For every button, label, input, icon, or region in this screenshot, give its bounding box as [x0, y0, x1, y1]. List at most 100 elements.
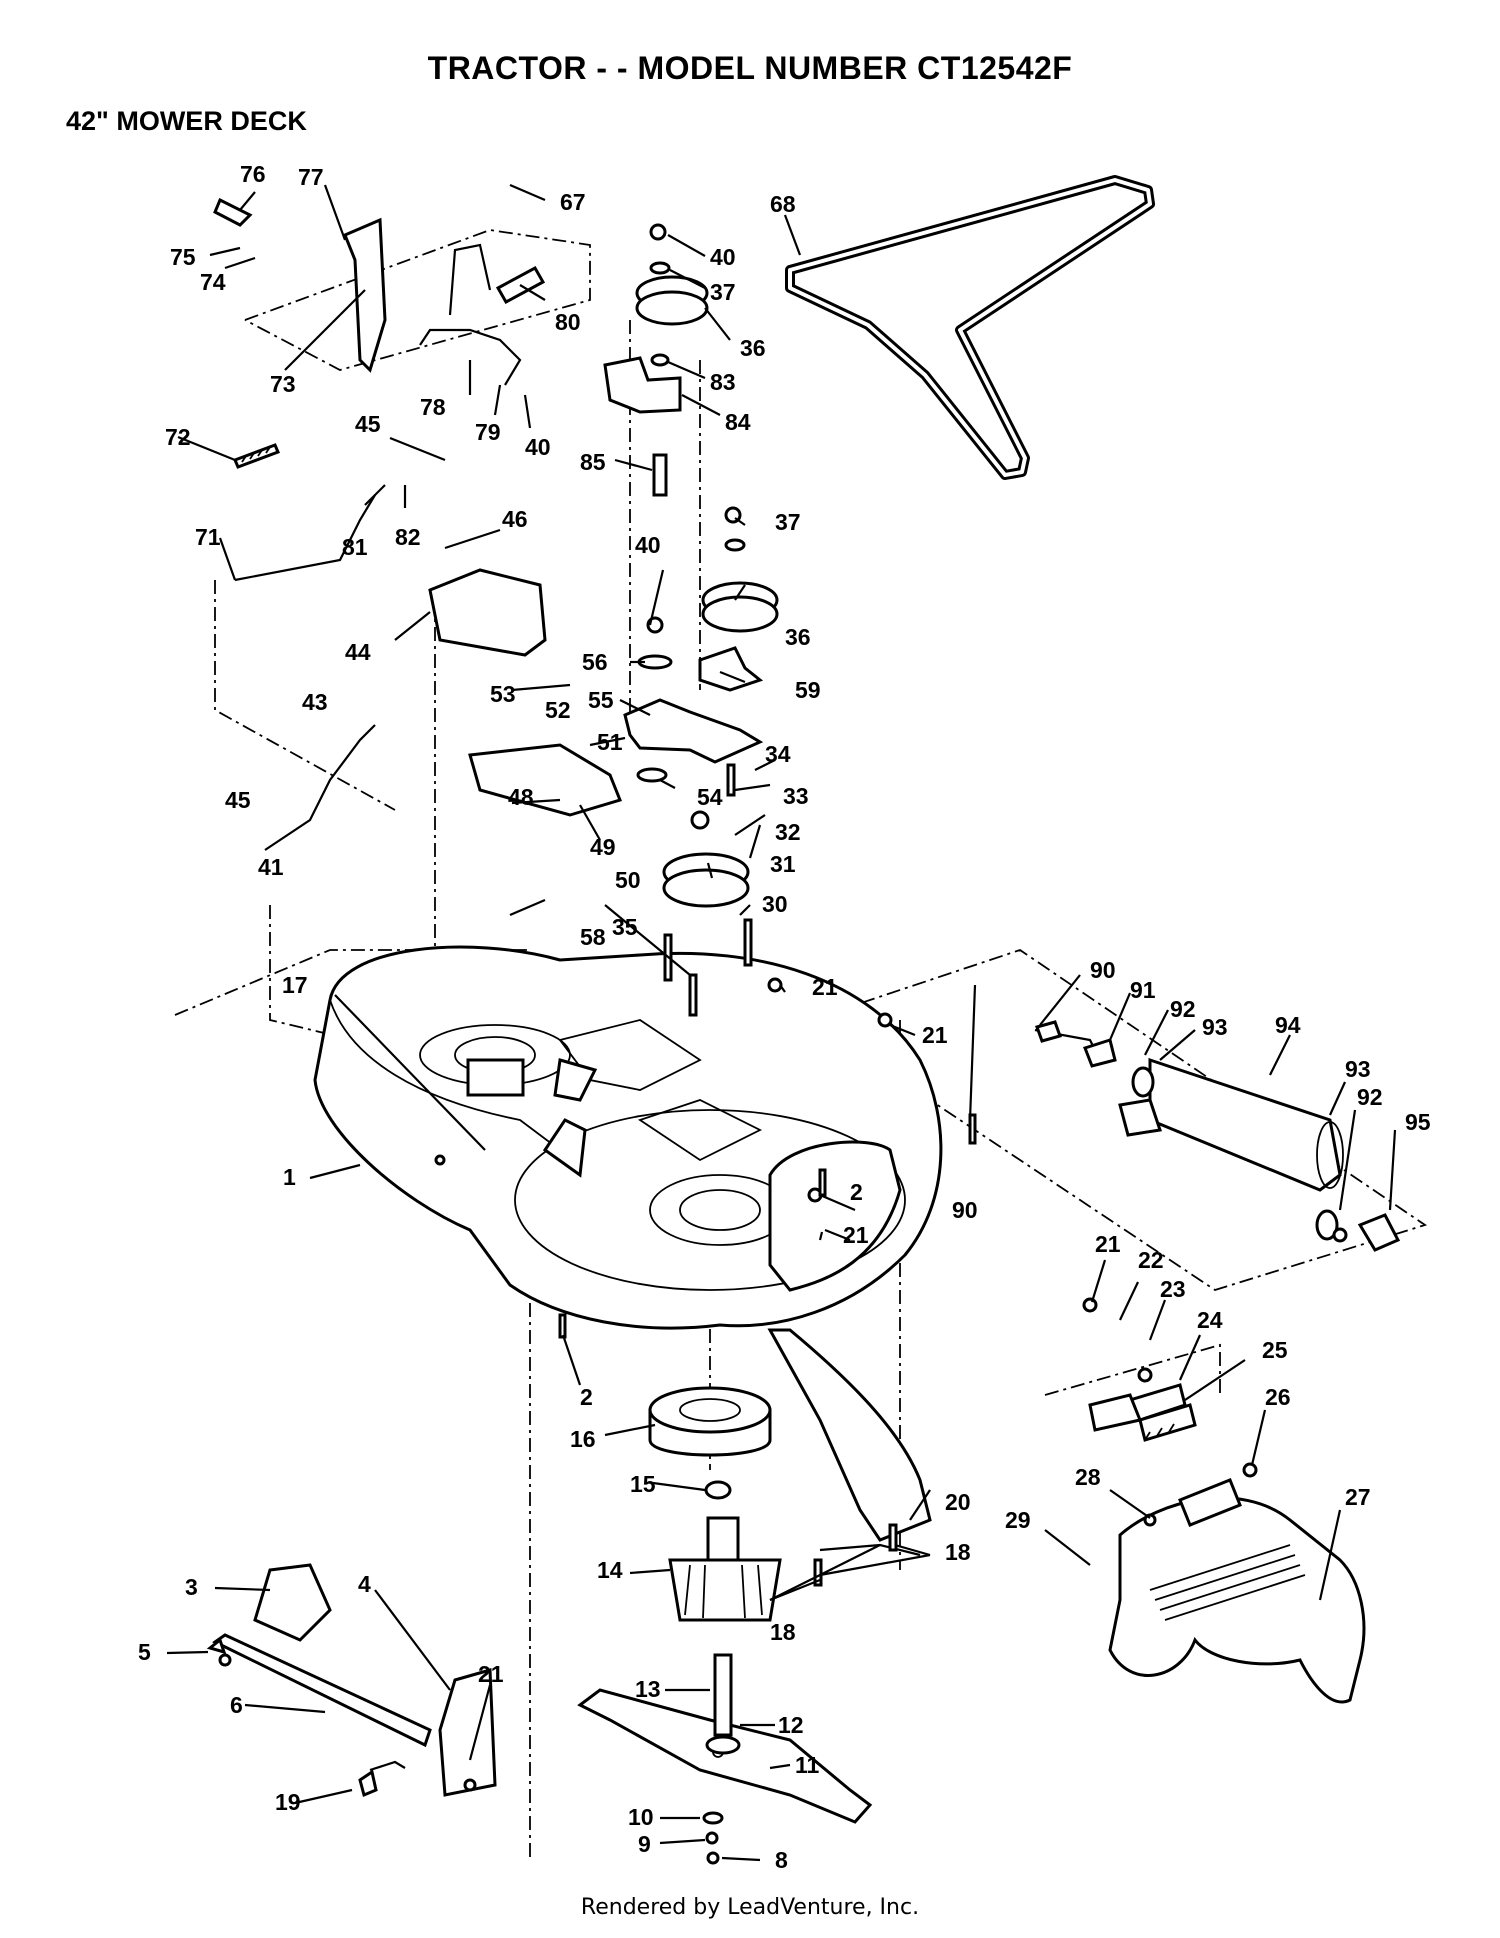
- callout-21c: 21: [843, 1222, 869, 1248]
- callout-9: 9: [638, 1831, 651, 1857]
- callout-74: 74: [200, 269, 226, 295]
- callout-49: 49: [590, 834, 616, 860]
- callout-55: 55: [588, 687, 614, 713]
- callout-33: 33: [783, 783, 809, 809]
- callout-48: 48: [508, 784, 534, 810]
- callout-23: 23: [1160, 1276, 1186, 1302]
- callout-77: 77: [298, 164, 324, 190]
- callout-95: 95: [1405, 1109, 1431, 1135]
- callout-2a: 2: [850, 1179, 863, 1205]
- callout-54: 54: [697, 784, 723, 810]
- callout-45b: 45: [225, 787, 251, 813]
- callout-91: 91: [1130, 977, 1156, 1003]
- callout-21d: 21: [1095, 1231, 1121, 1257]
- deck-hangers: [212, 1563, 497, 1797]
- callout-labels: 76 77 67 68 40 37 36 83 84 85 75 74 80 7…: [138, 161, 1431, 1873]
- linkages: [213, 197, 1344, 1442]
- callout-3: 3: [185, 1574, 198, 1600]
- callout-11: 11: [795, 1752, 820, 1778]
- mower-deck-housing: [313, 945, 943, 1330]
- callout-37a: 37: [710, 279, 736, 305]
- callout-53: 53: [490, 681, 516, 707]
- callout-40c: 40: [635, 532, 661, 558]
- callout-56: 56: [582, 649, 608, 675]
- callout-92b: 92: [1357, 1084, 1383, 1110]
- hardware: [206, 223, 1401, 1865]
- callout-19: 19: [275, 1789, 301, 1815]
- callout-72: 72: [165, 424, 191, 450]
- callout-83: 83: [710, 369, 736, 395]
- callout-44: 44: [345, 639, 371, 665]
- idler-arms: [428, 356, 764, 817]
- callout-52: 52: [545, 697, 571, 723]
- callout-15: 15: [630, 1471, 656, 1497]
- callout-14: 14: [597, 1557, 623, 1583]
- callout-84: 84: [725, 409, 751, 435]
- callout-59: 59: [795, 677, 821, 703]
- callout-24: 24: [1197, 1307, 1223, 1333]
- discharge-chute: [767, 1328, 1366, 1704]
- drive-belt-68: [785, 175, 1155, 480]
- callout-41: 41: [258, 854, 284, 880]
- blade-spindle: [668, 1516, 782, 1755]
- diagram-title: TRACTOR - - MODEL NUMBER CT12542F: [427, 50, 1073, 86]
- callout-37b: 37: [775, 509, 801, 535]
- callout-21e: 21: [478, 1661, 504, 1687]
- leader-lines: [166, 183, 1397, 1862]
- callout-17: 17: [282, 972, 308, 998]
- callout-68: 68: [770, 191, 796, 217]
- callout-73: 73: [270, 371, 296, 397]
- callout-81: 81: [342, 534, 368, 560]
- callout-51: 51: [597, 729, 623, 755]
- callout-85: 85: [580, 449, 606, 475]
- callout-30: 30: [762, 891, 788, 917]
- pulleys: [635, 275, 779, 1500]
- callout-75: 75: [170, 244, 196, 270]
- callout-22: 22: [1138, 1247, 1164, 1273]
- callout-93a: 93: [1202, 1014, 1228, 1040]
- callout-82: 82: [395, 524, 421, 550]
- callout-27: 27: [1345, 1484, 1371, 1510]
- callout-5: 5: [138, 1639, 151, 1665]
- callout-50: 50: [615, 867, 641, 893]
- callout-16: 16: [570, 1426, 596, 1452]
- callout-4: 4: [358, 1571, 371, 1597]
- callout-29: 29: [1005, 1507, 1031, 1533]
- callout-32: 32: [775, 819, 801, 845]
- callout-8: 8: [775, 1847, 788, 1873]
- callout-40a: 40: [710, 244, 736, 270]
- callout-36b: 36: [785, 624, 811, 650]
- callout-34: 34: [765, 741, 791, 767]
- callout-31: 31: [770, 851, 796, 877]
- section-title: 42" MOWER DECK: [66, 106, 307, 136]
- callout-10: 10: [628, 1804, 654, 1830]
- callout-40b: 40: [525, 434, 551, 460]
- callout-26: 26: [1265, 1384, 1291, 1410]
- callout-80: 80: [555, 309, 581, 335]
- callout-92a: 92: [1170, 996, 1196, 1022]
- callout-78: 78: [420, 394, 446, 420]
- callout-1: 1: [283, 1164, 296, 1190]
- callout-45a: 45: [355, 411, 381, 437]
- callout-25: 25: [1262, 1337, 1288, 1363]
- callout-90b: 90: [952, 1197, 978, 1223]
- callout-71: 71: [195, 524, 221, 550]
- callout-20: 20: [945, 1489, 971, 1515]
- footer-credit: Rendered by LeadVenture, Inc.: [580, 1895, 920, 1920]
- callout-35: 35: [612, 914, 638, 940]
- callout-67: 67: [560, 189, 586, 215]
- callout-28: 28: [1075, 1464, 1101, 1490]
- callout-13: 13: [635, 1676, 661, 1702]
- callout-90a: 90: [1090, 957, 1116, 983]
- callout-21b: 21: [922, 1022, 948, 1048]
- callout-18a: 18: [945, 1539, 971, 1565]
- callout-46: 46: [502, 506, 528, 532]
- callout-2b: 2: [580, 1384, 593, 1410]
- callout-21a: 21: [812, 974, 838, 1000]
- callout-76: 76: [240, 161, 266, 187]
- callout-43: 43: [302, 689, 328, 715]
- callout-6: 6: [230, 1692, 243, 1718]
- callout-58: 58: [580, 924, 606, 950]
- callout-79: 79: [475, 419, 501, 445]
